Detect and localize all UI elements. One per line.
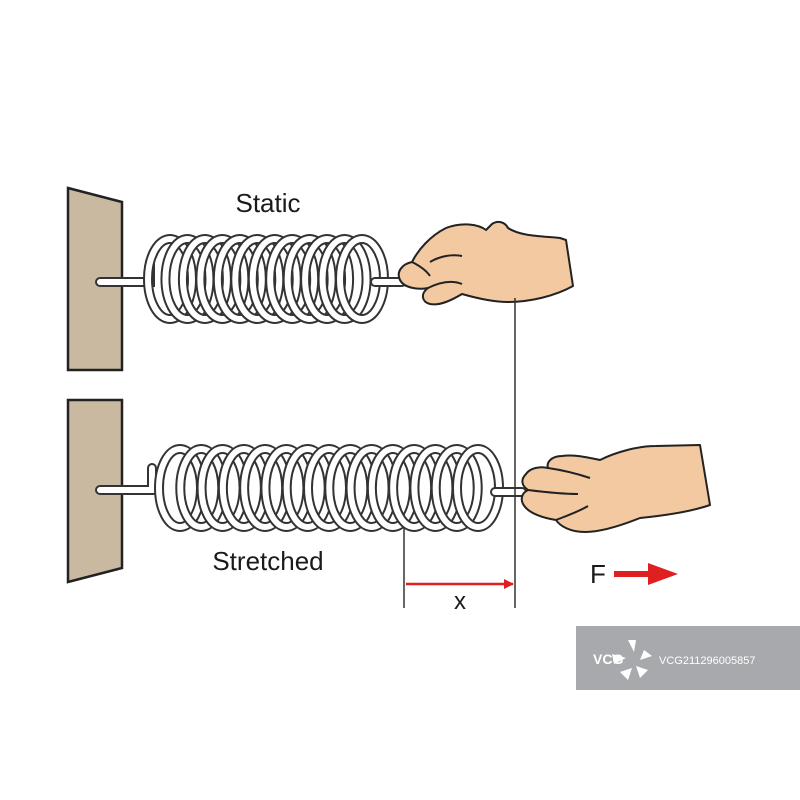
static-coil-loop bbox=[212, 234, 267, 324]
stretched-hand bbox=[520, 444, 711, 533]
static-coil-loop bbox=[247, 234, 302, 324]
static-coil-loop bbox=[177, 234, 232, 324]
static-coil-loop bbox=[265, 234, 320, 324]
static-coil-loop bbox=[143, 234, 197, 324]
displacement-label: x bbox=[454, 588, 466, 615]
stretched-label: Stretched bbox=[212, 546, 323, 576]
top-wall bbox=[66, 186, 124, 372]
static-coil-loop bbox=[317, 234, 372, 324]
static-coil-group bbox=[143, 234, 389, 324]
static-coil-loop bbox=[282, 234, 337, 324]
static-coil-loop bbox=[195, 234, 250, 324]
watermark-brand: VCG bbox=[593, 651, 623, 667]
stretched-spring bbox=[95, 444, 527, 532]
static-coil-loop bbox=[160, 234, 215, 324]
static-label: Static bbox=[235, 188, 300, 218]
watermark: VCG VCG211296005857 bbox=[576, 626, 800, 690]
force-arrow bbox=[614, 563, 678, 585]
static-coil-loop bbox=[230, 234, 285, 324]
static-spring bbox=[95, 234, 407, 324]
stretched-coil-group bbox=[154, 444, 504, 532]
bottom-wall bbox=[66, 398, 124, 584]
static-hand bbox=[397, 220, 574, 306]
force-label: F bbox=[590, 559, 606, 589]
vcg-logo-icon bbox=[612, 640, 652, 680]
watermark-code: VCG211296005857 bbox=[659, 655, 755, 667]
static-coil-loop bbox=[300, 234, 355, 324]
stretched-coil-loop bbox=[430, 444, 483, 532]
